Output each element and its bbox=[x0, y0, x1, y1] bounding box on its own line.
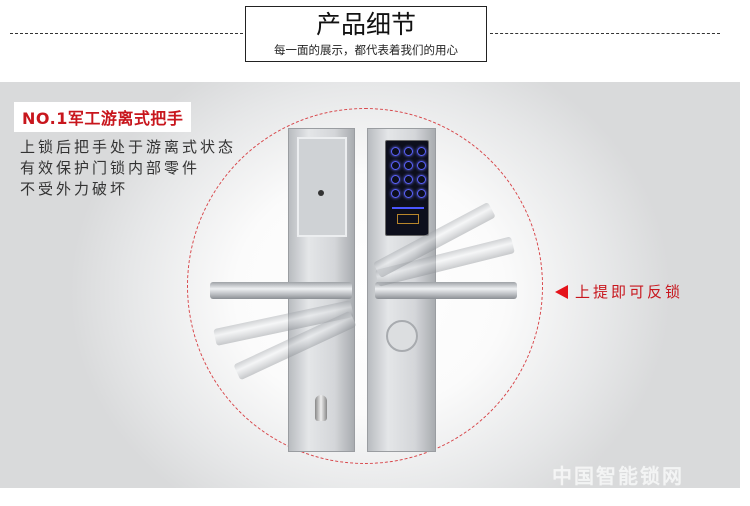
feature-line: 有效保护门锁内部零件 bbox=[20, 159, 201, 177]
feature-line: 不受外力破坏 bbox=[20, 180, 129, 198]
section-subtitle: 每一面的展示，都代表着我们的用心 bbox=[274, 43, 458, 57]
feature-line: 上锁后把手处于游离式状态 bbox=[20, 138, 237, 156]
callout-text: 上提即可反锁 bbox=[575, 283, 684, 301]
keyhole-icon bbox=[318, 190, 324, 196]
header-divider-right bbox=[490, 33, 720, 34]
thumb-turn bbox=[315, 395, 327, 421]
header-divider-left bbox=[10, 33, 243, 34]
battery-cover bbox=[297, 137, 347, 237]
section-header: 产品细节 每一面的展示，都代表着我们的用心 bbox=[245, 6, 487, 62]
handle-right bbox=[375, 282, 517, 299]
feature-title: NO.1军工游离式把手 bbox=[14, 102, 192, 132]
triangle-left-icon bbox=[555, 284, 568, 299]
keypad bbox=[385, 140, 429, 236]
section-title: 产品细节 bbox=[315, 10, 416, 39]
cylinder-cover bbox=[386, 320, 418, 352]
handle-left bbox=[210, 282, 352, 299]
rotation-arc bbox=[187, 108, 543, 464]
watermark: 中国智能锁网 bbox=[552, 464, 684, 488]
callout-reverse-lock: 上提即可反锁 bbox=[555, 281, 683, 302]
feature-description: 上锁后把手处于游离式状态 有效保护门锁内部零件 不受外力破坏 bbox=[20, 137, 236, 200]
